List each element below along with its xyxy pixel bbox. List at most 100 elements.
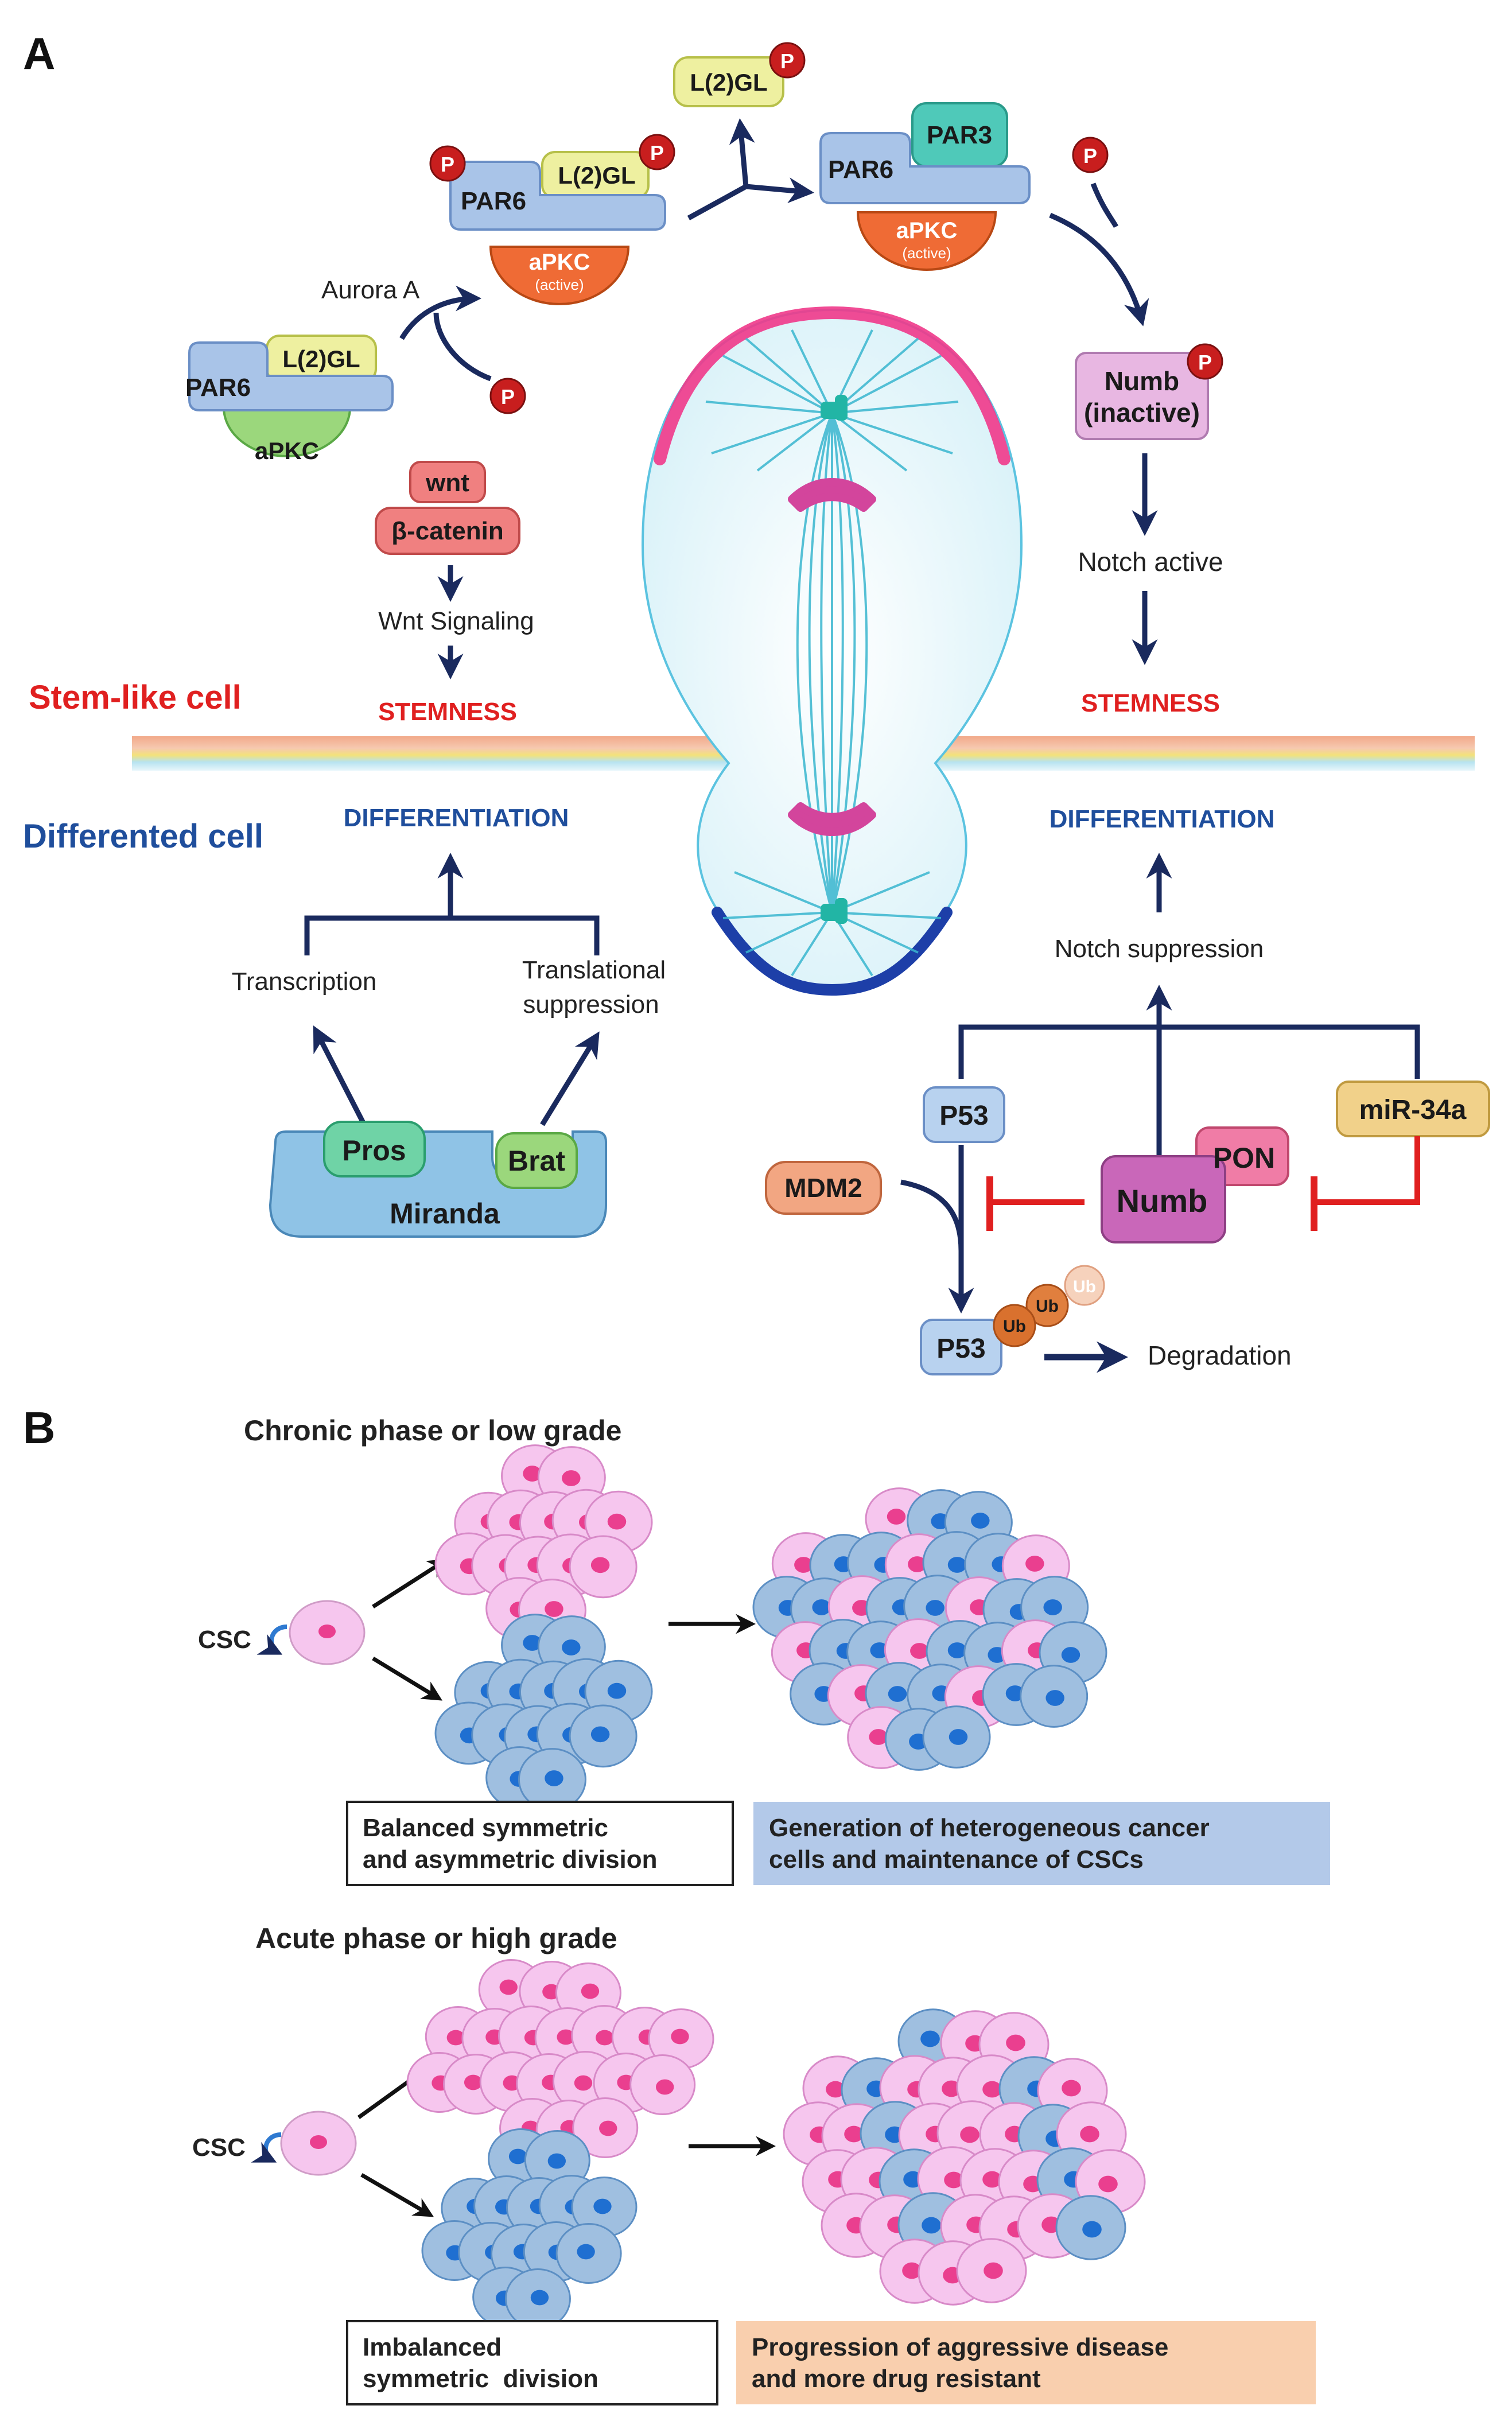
phospho-l2gl-icon <box>769 42 806 79</box>
panel-b-label: B <box>23 1402 55 1453</box>
svg-text:Numb: Numb <box>1105 366 1179 396</box>
cell-nucleus <box>944 2171 963 2189</box>
cell-nucleus <box>1045 1690 1064 1706</box>
split-arrow-up <box>729 118 755 187</box>
cell-nucleus <box>607 1513 627 1530</box>
cell-nucleus <box>984 2262 1003 2279</box>
right-par6-label: PAR6 <box>828 156 893 184</box>
cell-nucleus <box>523 1635 542 1651</box>
cell-nucleus <box>545 1601 563 1617</box>
svg-text:Ub: Ub <box>1003 1317 1026 1336</box>
svg-text:cells and maintenance of CSCs: cells and maintenance of CSCs <box>769 1845 1144 1874</box>
differentiation-left-label: DIFFERENTIATION <box>344 804 569 832</box>
translational-label-1: Translational <box>522 956 666 984</box>
cell-nucleus <box>1043 1599 1062 1615</box>
cell-nucleus <box>562 1470 581 1486</box>
top-par-complex: PAR6 L(2)GL aPKC (active) P P <box>429 134 675 305</box>
cell-nucleus <box>607 1682 627 1699</box>
panel-a-label: A <box>23 28 55 79</box>
stemness-left-label: STEMNESS <box>378 698 517 726</box>
chronic-blue-cluster <box>434 1614 653 1811</box>
cell-nucleus <box>926 1600 944 1616</box>
phospho-aurora-icon <box>489 378 526 414</box>
cell-nucleus <box>530 2290 549 2306</box>
acute-csc-label: CSC <box>192 2133 246 2162</box>
svg-text:β-catenin: β-catenin <box>391 517 504 545</box>
mdm2-box: MDM2 <box>765 1161 882 1215</box>
mir34a-box: miR-34a <box>1336 1081 1490 1137</box>
aurora-arrow <box>433 312 492 382</box>
numb-inactive-box: Numb (inactive) P <box>1075 343 1223 440</box>
cell-nucleus <box>1082 2221 1102 2238</box>
svg-text:P: P <box>441 153 454 176</box>
ubiquitin-chain: Ub Ub Ub <box>993 1265 1105 1347</box>
numb-bracket <box>958 1024 1420 1079</box>
degradation-label: Degradation <box>1148 1340 1292 1370</box>
acute-mixed-cluster <box>783 2008 1146 2306</box>
right-apkc-state: (active) <box>902 244 951 262</box>
cell-nucleus <box>581 1983 600 1999</box>
cell-nucleus <box>888 1686 907 1702</box>
chronic-csc-label: CSC <box>198 1626 251 1654</box>
svg-text:Imbalanced: Imbalanced <box>363 2333 502 2361</box>
aurora-a-label: Aurora A <box>321 276 420 304</box>
p53-top-box: P53 <box>923 1086 1005 1143</box>
numb-pon-complex: PON Numb <box>1101 1126 1289 1243</box>
cell-nucleus <box>557 2029 575 2045</box>
svg-text:P: P <box>1198 351 1212 374</box>
svg-text:Ub: Ub <box>1036 1297 1059 1316</box>
numb-label: Numb <box>1117 1183 1208 1219</box>
svg-text:symmetric division: symmetric division <box>363 2365 598 2393</box>
cell-nucleus <box>593 2198 612 2214</box>
top-l2gl-label: L(2)GL <box>558 162 635 189</box>
right-apkc-label: aPKC <box>896 218 958 243</box>
top-apkc-label: aPKC <box>529 250 590 275</box>
cell-nucleus <box>947 1642 967 1658</box>
svg-text:P53: P53 <box>939 1101 988 1131</box>
beta-catenin-box: β-catenin <box>375 507 520 555</box>
cell-nucleus <box>446 2030 465 2046</box>
svg-text:and more drug resistant: and more drug resistant <box>752 2365 1041 2393</box>
cell-nucleus <box>942 2080 961 2097</box>
released-l2gl: L(2)GL P <box>673 42 806 107</box>
pon-label: PON <box>1213 1142 1275 1174</box>
wnt-box: wnt <box>409 461 486 503</box>
brat-label: Brat <box>508 1145 565 1177</box>
cell-nucleus <box>545 1770 563 1786</box>
phospho-top-right-icon <box>639 134 675 170</box>
cell-nucleus <box>656 2079 674 2095</box>
acute-box-1: Imbalanced symmetric division <box>346 2320 718 2405</box>
transcription-label: Transcription <box>232 967 377 996</box>
cell-nucleus <box>982 2081 1002 2098</box>
split-arrow-stem <box>687 184 748 220</box>
cell-nucleus <box>671 2028 689 2045</box>
cell-nucleus <box>523 1466 542 1482</box>
svg-text:MDM2: MDM2 <box>784 1173 862 1203</box>
cell-nucleus <box>464 2074 483 2090</box>
wnt-signaling-label: Wnt Signaling <box>378 607 534 635</box>
svg-text:and asymmetric division: and asymmetric division <box>363 1845 658 1874</box>
svg-text:P: P <box>650 141 664 165</box>
cell-nucleus <box>499 1979 518 1995</box>
cell-nucleus <box>794 1557 813 1573</box>
svg-text:P53: P53 <box>936 1334 985 1364</box>
acute-pink-cluster <box>406 1958 714 2161</box>
cell-nucleus <box>869 1729 888 1745</box>
left-par-complex: PAR6 L(2)GL aPKC <box>185 335 394 464</box>
cell-nucleus <box>960 2126 980 2143</box>
cell-nucleus <box>922 2217 941 2234</box>
cell-nucleus <box>599 2120 617 2136</box>
chronic-box-2: Generation of heterogeneous cancer cells… <box>753 1802 1330 1885</box>
cell-nucleus <box>1005 1685 1025 1701</box>
dividing-cell <box>641 306 1023 996</box>
cell-nucleus <box>982 2171 1002 2188</box>
right-par3-label: PAR3 <box>927 121 992 149</box>
cell-nucleus <box>574 2075 593 2091</box>
svg-text:Ub: Ub <box>1073 1277 1096 1296</box>
cell-nucleus <box>1098 2175 1118 2193</box>
differentiation-right-label: DIFFERENTIATION <box>1050 805 1275 833</box>
acute-blue-cluster <box>421 2128 638 2330</box>
phospho-numb-icon <box>1187 343 1223 380</box>
cell-nucleus <box>910 1643 929 1659</box>
svg-text:miR-34a: miR-34a <box>1359 1095 1467 1125</box>
